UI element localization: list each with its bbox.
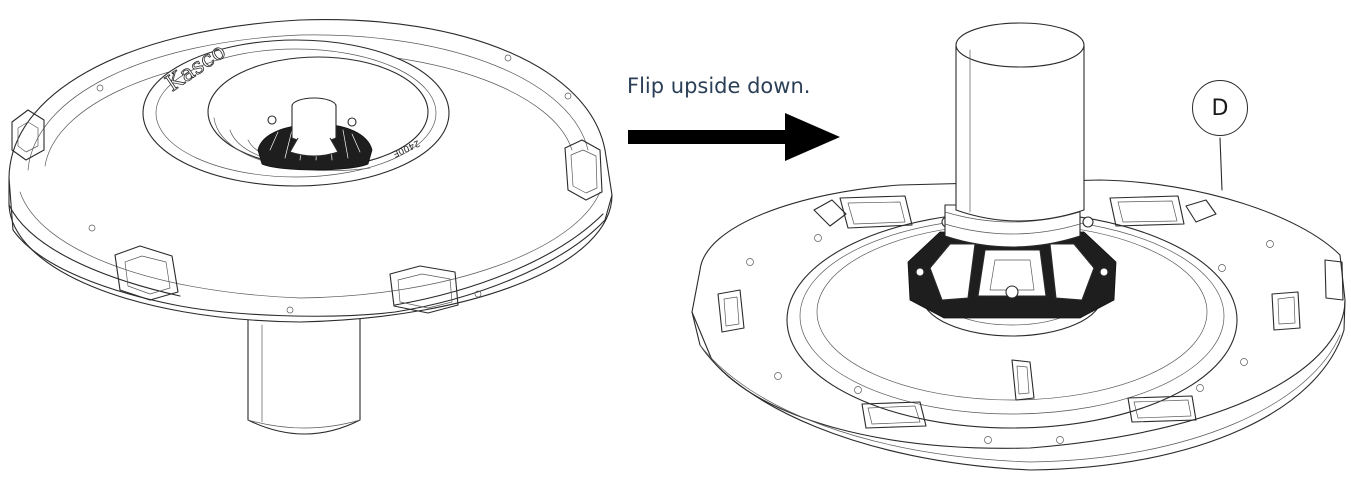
motor-housing [907,216,1117,319]
motor-housing-top [257,97,373,171]
callout-d: D [1192,80,1248,136]
lower-pipe [247,317,361,435]
float-cover-upright: Kasco 2400E [8,19,613,435]
flip-instruction-caption: Flip upside down. [627,74,811,98]
motor-cylinder [955,22,1085,222]
float-cover-flipped [691,22,1346,471]
right-arrow-icon [628,113,840,161]
